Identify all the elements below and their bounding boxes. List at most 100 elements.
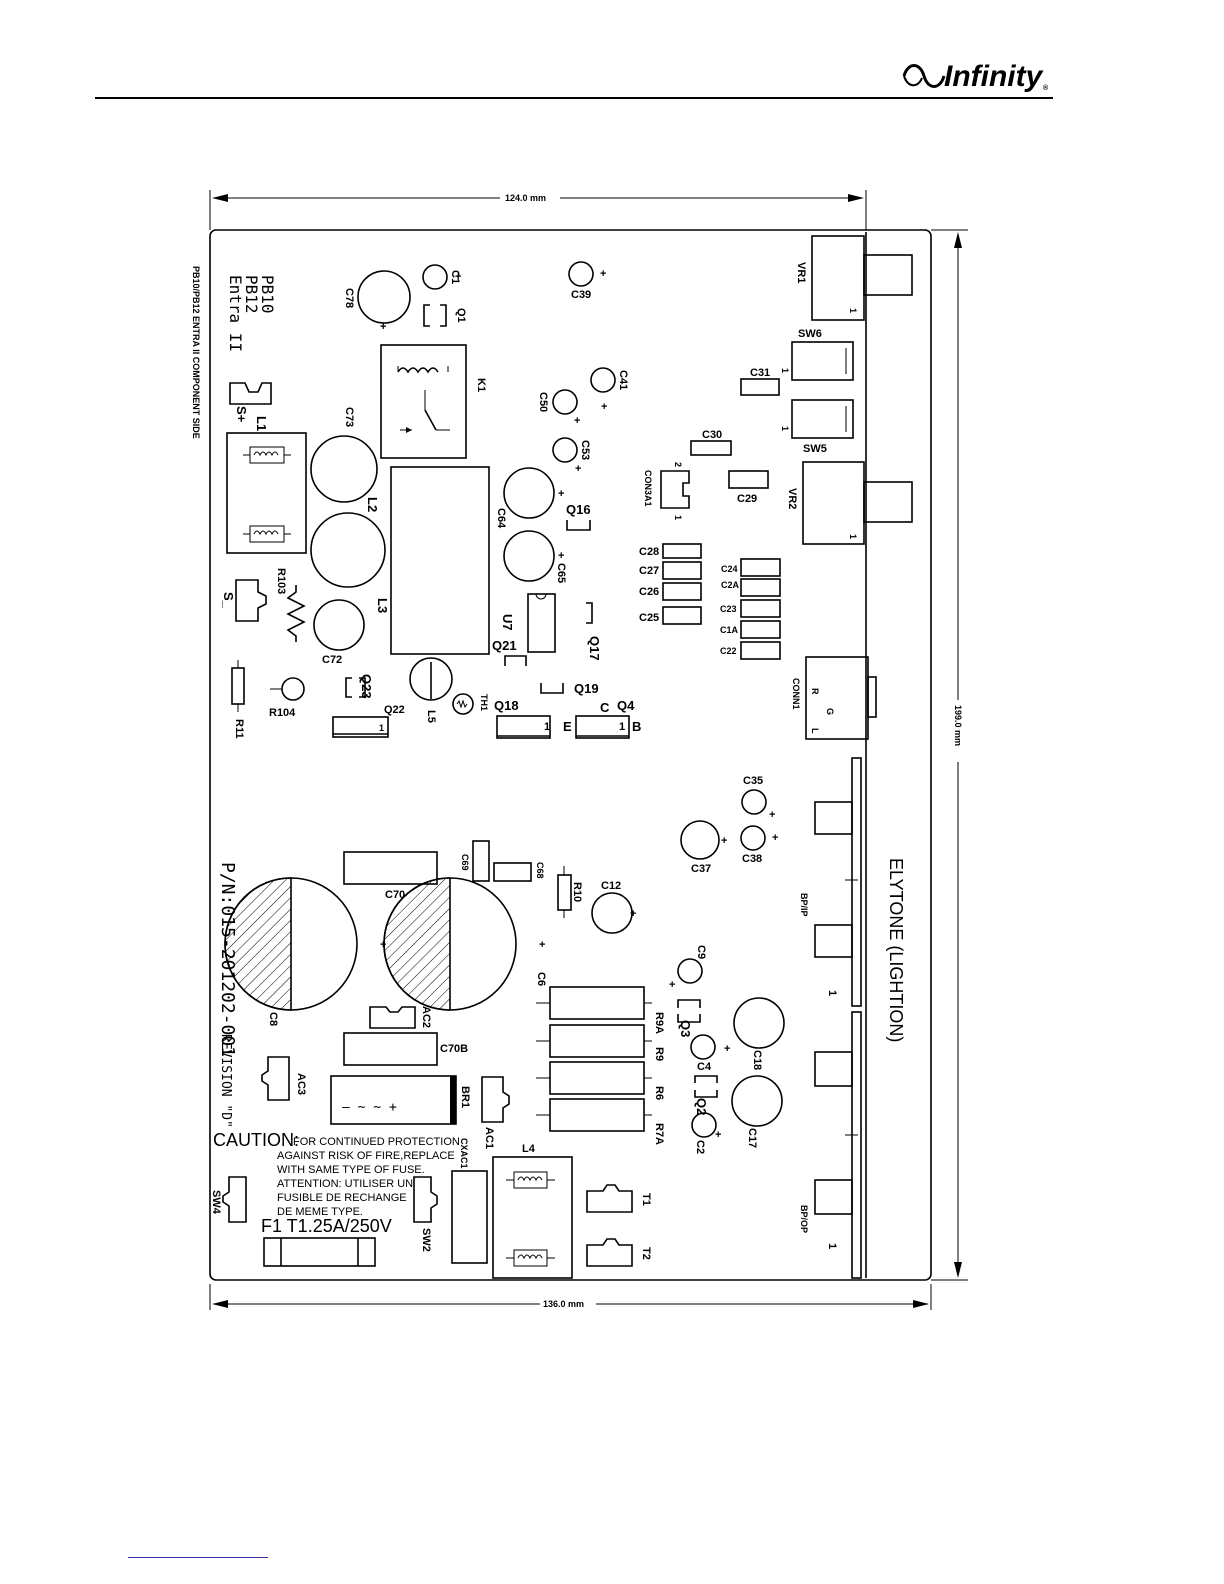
q21-transistor: Q21: [492, 638, 527, 666]
svg-text:C23: C23: [720, 604, 737, 614]
svg-text:L: L: [810, 728, 820, 734]
svg-text:VR1: VR1: [795, 262, 807, 283]
caution-line-6: DE MEME TYPE.: [277, 1206, 363, 1218]
svg-text:VR2: VR2: [786, 488, 798, 509]
t2-terminal: T2: [586, 1238, 652, 1267]
svg-text:C22: C22: [720, 646, 737, 656]
svg-text:C12: C12: [601, 880, 621, 892]
th1-thermistor: TH1: [452, 693, 489, 715]
c78-capacitor: C78 +: [343, 270, 411, 333]
c69-capacitor: C69: [460, 840, 490, 882]
r103-resistor: R103: [275, 568, 306, 642]
svg-text:SW4: SW4: [210, 1190, 222, 1215]
svg-text:C25: C25: [639, 612, 659, 624]
dim-bottom-label: 136.0 mm: [543, 1299, 584, 1309]
svg-text:C6: C6: [535, 972, 547, 986]
svg-text:C53: C53: [579, 440, 591, 460]
cap-array-right: C24 C2A C23 C1A C22: [720, 558, 781, 660]
c8-capacitor: + C8: [224, 877, 386, 1026]
q3-transistor: Q3: [677, 999, 701, 1037]
c72-capacitor: C72: [313, 599, 365, 666]
svg-text:C18: C18: [751, 1050, 763, 1070]
svg-text:SW5: SW5: [803, 443, 827, 455]
cxac1-capacitor: CXAC1: [451, 1138, 488, 1264]
dim-right-label: 199.0 mm: [953, 705, 963, 746]
svg-text:+: +: [575, 463, 581, 475]
elytone-label: ELYTONE (LIGHTION): [886, 858, 906, 1042]
svg-text:C70B: C70B: [440, 1043, 468, 1055]
svg-text:R10: R10: [571, 882, 583, 902]
svg-text:L3: L3: [375, 598, 390, 613]
l3-inductor: L3: [375, 466, 490, 655]
svg-text:L5: L5: [425, 710, 437, 723]
svg-text:+: +: [769, 809, 775, 821]
svg-text:C72: C72: [322, 654, 342, 666]
l2-coil: L2: [310, 497, 386, 588]
dimension-right: 199.0 mm: [931, 229, 968, 1281]
s-minus-terminal: S_: [221, 579, 267, 622]
q16-transistor: Q16: [566, 502, 591, 531]
svg-text:+: +: [558, 488, 564, 500]
svg-text:S_: S_: [221, 592, 236, 609]
r9-resistor: R9: [536, 1024, 665, 1061]
svg-text:C29: C29: [737, 493, 757, 505]
svg-text:C64: C64: [495, 508, 507, 529]
svg-text:Q18: Q18: [494, 698, 519, 713]
con3a1-connector: CON3A1 2 1: [643, 462, 690, 520]
svg-text:K1: K1: [475, 378, 487, 392]
r6-resistor: R6: [536, 1061, 665, 1100]
c31-capacitor: C31: [740, 367, 780, 396]
c53-capacitor: C53 +: [552, 437, 591, 475]
svg-text:C8: C8: [267, 1012, 279, 1026]
c30-capacitor: C30: [690, 429, 732, 456]
svg-text:+: +: [772, 832, 778, 844]
svg-text:1: 1: [780, 368, 790, 373]
c12-capacitor: C12 +: [591, 880, 636, 934]
svg-text:T1: T1: [640, 1193, 652, 1206]
ac1-connector: AC1: [481, 1076, 510, 1149]
fuse-rating-label: F1 T1.25A/250V: [261, 1216, 392, 1236]
brand-logo: Infinity ®: [900, 56, 1052, 96]
svg-text:AC2: AC2: [420, 1006, 432, 1028]
svg-text:C28: C28: [639, 546, 659, 558]
l2-inductor-block: [226, 432, 307, 554]
svg-text:B: B: [632, 719, 641, 734]
svg-text:R9A: R9A: [653, 1012, 665, 1034]
revision-label: REVISION "D": [218, 1034, 233, 1128]
svg-text:C: C: [600, 700, 610, 715]
c70b-capacitor: C70B: [343, 1032, 468, 1066]
q18-transistor: Q18 1: [494, 698, 551, 739]
board-side-title: PB10/PB12 ENTRA II COMPONENT SIDE: [191, 266, 201, 439]
ac3-connector: AC3: [261, 1056, 307, 1101]
svg-text:R7A: R7A: [653, 1123, 665, 1145]
svg-text:C1: C1: [449, 270, 461, 284]
q17-transistor: Q17: [586, 602, 602, 661]
svg-text:C27: C27: [639, 565, 659, 577]
q2-transistor: Q2: [694, 1075, 718, 1115]
svg-text:C1A: C1A: [720, 625, 739, 635]
svg-text:+: +: [721, 835, 727, 847]
caution-line-1: FOR CONTINUED PROTECTION: [293, 1136, 460, 1148]
svg-text:C9: C9: [695, 945, 707, 959]
c18-capacitor: C18: [733, 997, 785, 1070]
c2-capacitor: + C2: [691, 1112, 721, 1154]
bp-ip-connector: BP/IP 1: [799, 757, 862, 1007]
svg-text:Q16: Q16: [566, 502, 591, 517]
svg-text:1: 1: [848, 308, 858, 313]
svg-text:SW6: SW6: [798, 328, 822, 340]
c37-capacitor: + C37: [680, 820, 727, 875]
svg-text:BP/IP: BP/IP: [799, 893, 809, 917]
model-entra: Entra II: [226, 275, 245, 352]
svg-text:+: +: [601, 401, 607, 413]
svg-text:R6: R6: [653, 1086, 665, 1100]
svg-text:C24: C24: [721, 564, 738, 574]
sw5-switch: 1 SW5: [780, 399, 854, 455]
c65-capacitor: + C65: [503, 530, 567, 583]
footer-link-rule: [128, 1557, 268, 1558]
svg-text:+: +: [630, 908, 636, 920]
svg-text:C73: C73: [343, 407, 355, 427]
svg-text:T2: T2: [640, 1247, 652, 1260]
svg-text:2: 2: [673, 462, 683, 467]
svg-text:Q1: Q1: [455, 308, 467, 323]
c50-capacitor: C50 +: [537, 389, 580, 427]
